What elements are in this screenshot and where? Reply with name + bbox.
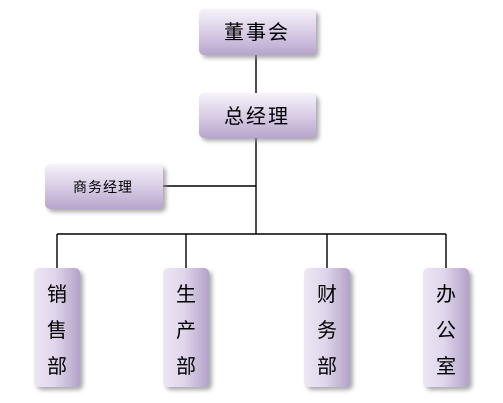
- board-box-shape: [199, 9, 316, 55]
- department-label-char: 部: [47, 354, 67, 378]
- department-label-char: 财: [317, 282, 337, 306]
- business-manager-box-shape: [45, 164, 163, 209]
- general-manager-label: 总经理: [224, 104, 290, 128]
- department-sales-box-shape: [34, 268, 80, 387]
- business-manager-box: 商务经理: [45, 164, 163, 209]
- department-label-char: 务: [317, 318, 337, 342]
- department-label-char: 部: [317, 354, 337, 378]
- department-production-box-shape: [163, 268, 209, 387]
- department-label-char: 销: [47, 282, 67, 306]
- department-production-box: 生产部: [163, 268, 209, 387]
- department-label-char: 产: [176, 318, 196, 342]
- department-label-char: 公: [436, 318, 456, 342]
- general-manager-box: 总经理: [199, 93, 316, 138]
- department-finance-box: 财务部: [304, 268, 350, 387]
- department-label-char: 办: [436, 282, 456, 306]
- department-label-char: 部: [176, 354, 196, 378]
- department-production-label: 生产部: [176, 282, 196, 378]
- department-label-char: 售: [47, 318, 67, 342]
- department-office-label: 办公室: [436, 282, 456, 378]
- department-label-char: 室: [436, 354, 456, 378]
- department-office-box: 办公室: [423, 268, 469, 387]
- business-manager-label: 商务经理: [73, 180, 133, 196]
- department-finance-label: 财务部: [317, 282, 337, 378]
- department-sales-label: 销售部: [47, 282, 67, 378]
- board-box: 董事会: [199, 9, 316, 55]
- department-sales-box: 销售部: [34, 268, 80, 387]
- connector-lines: [56, 55, 447, 268]
- board-label: 董事会: [224, 20, 290, 44]
- department-label-char: 生: [176, 282, 196, 306]
- general-manager-box-shape: [199, 93, 316, 138]
- department-finance-box-shape: [304, 268, 350, 387]
- department-office-box-shape: [423, 268, 469, 387]
